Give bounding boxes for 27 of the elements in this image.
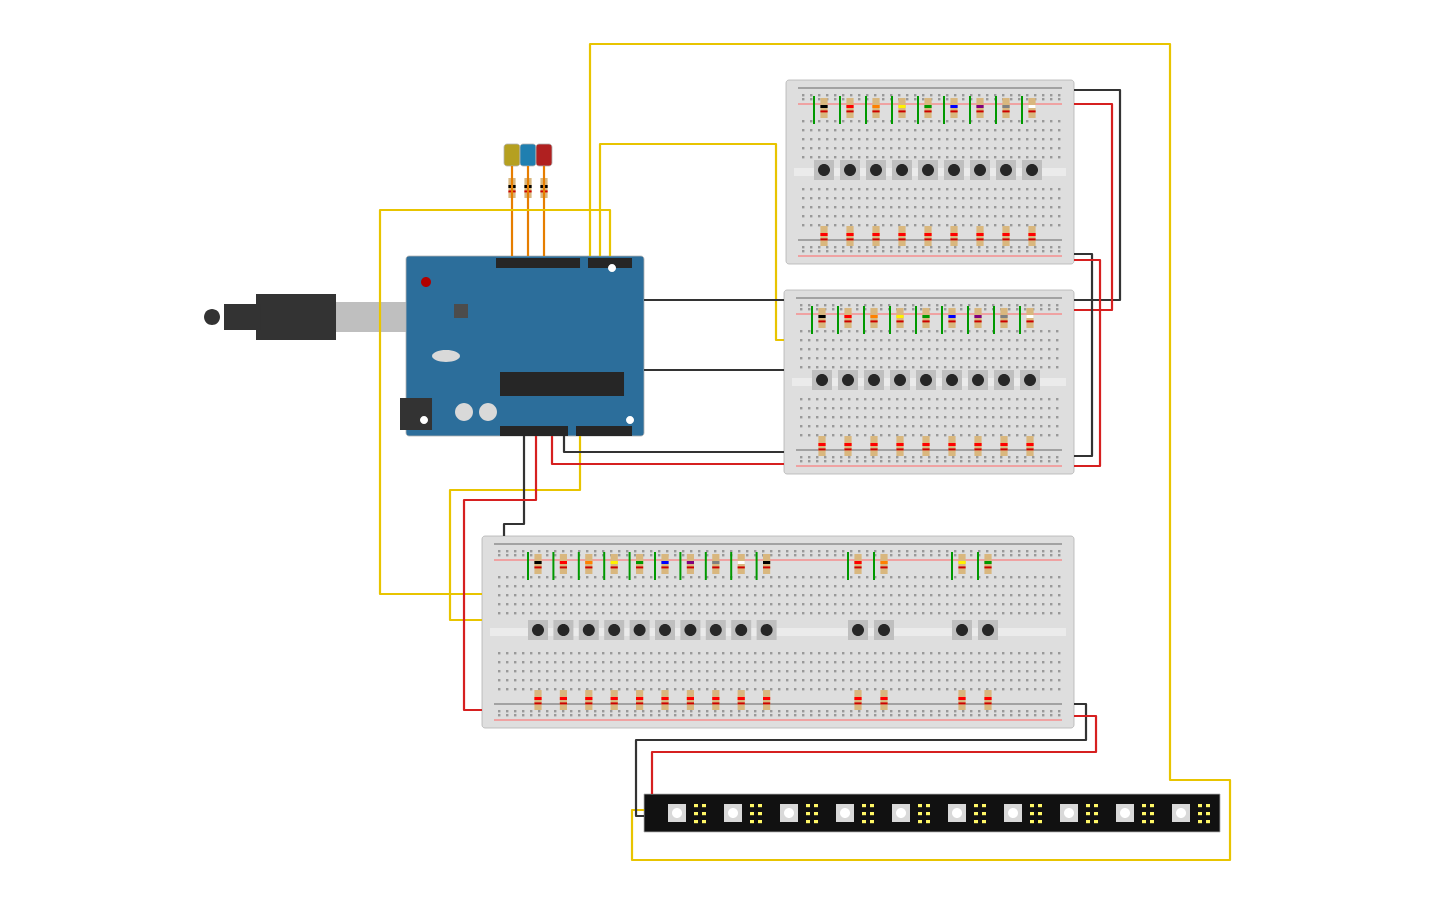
wire [1074,88,1122,302]
led-drawing [503,143,521,198]
led-strip-drawing [643,793,1221,833]
breadboard-drawing [783,289,1075,475]
circuit-board-drawing [400,255,645,437]
wire [644,298,784,302]
wire [526,166,530,256]
wire [378,208,612,596]
breadboard-drawing [481,535,1075,729]
wire [448,436,582,622]
wire [634,702,1088,818]
wire [542,166,546,256]
wire [644,368,784,372]
wire [1074,252,1094,458]
wire [598,142,784,342]
breadboard-drawing [785,79,1075,265]
wire [462,436,538,712]
wire [588,42,1232,862]
wire [1074,258,1102,468]
led-drawing [519,143,537,198]
led-drawing [535,143,553,198]
wire [650,714,1098,794]
wire [562,436,784,454]
wire [502,436,526,536]
wire [550,436,784,466]
wire [1074,102,1114,312]
wire [510,166,514,256]
